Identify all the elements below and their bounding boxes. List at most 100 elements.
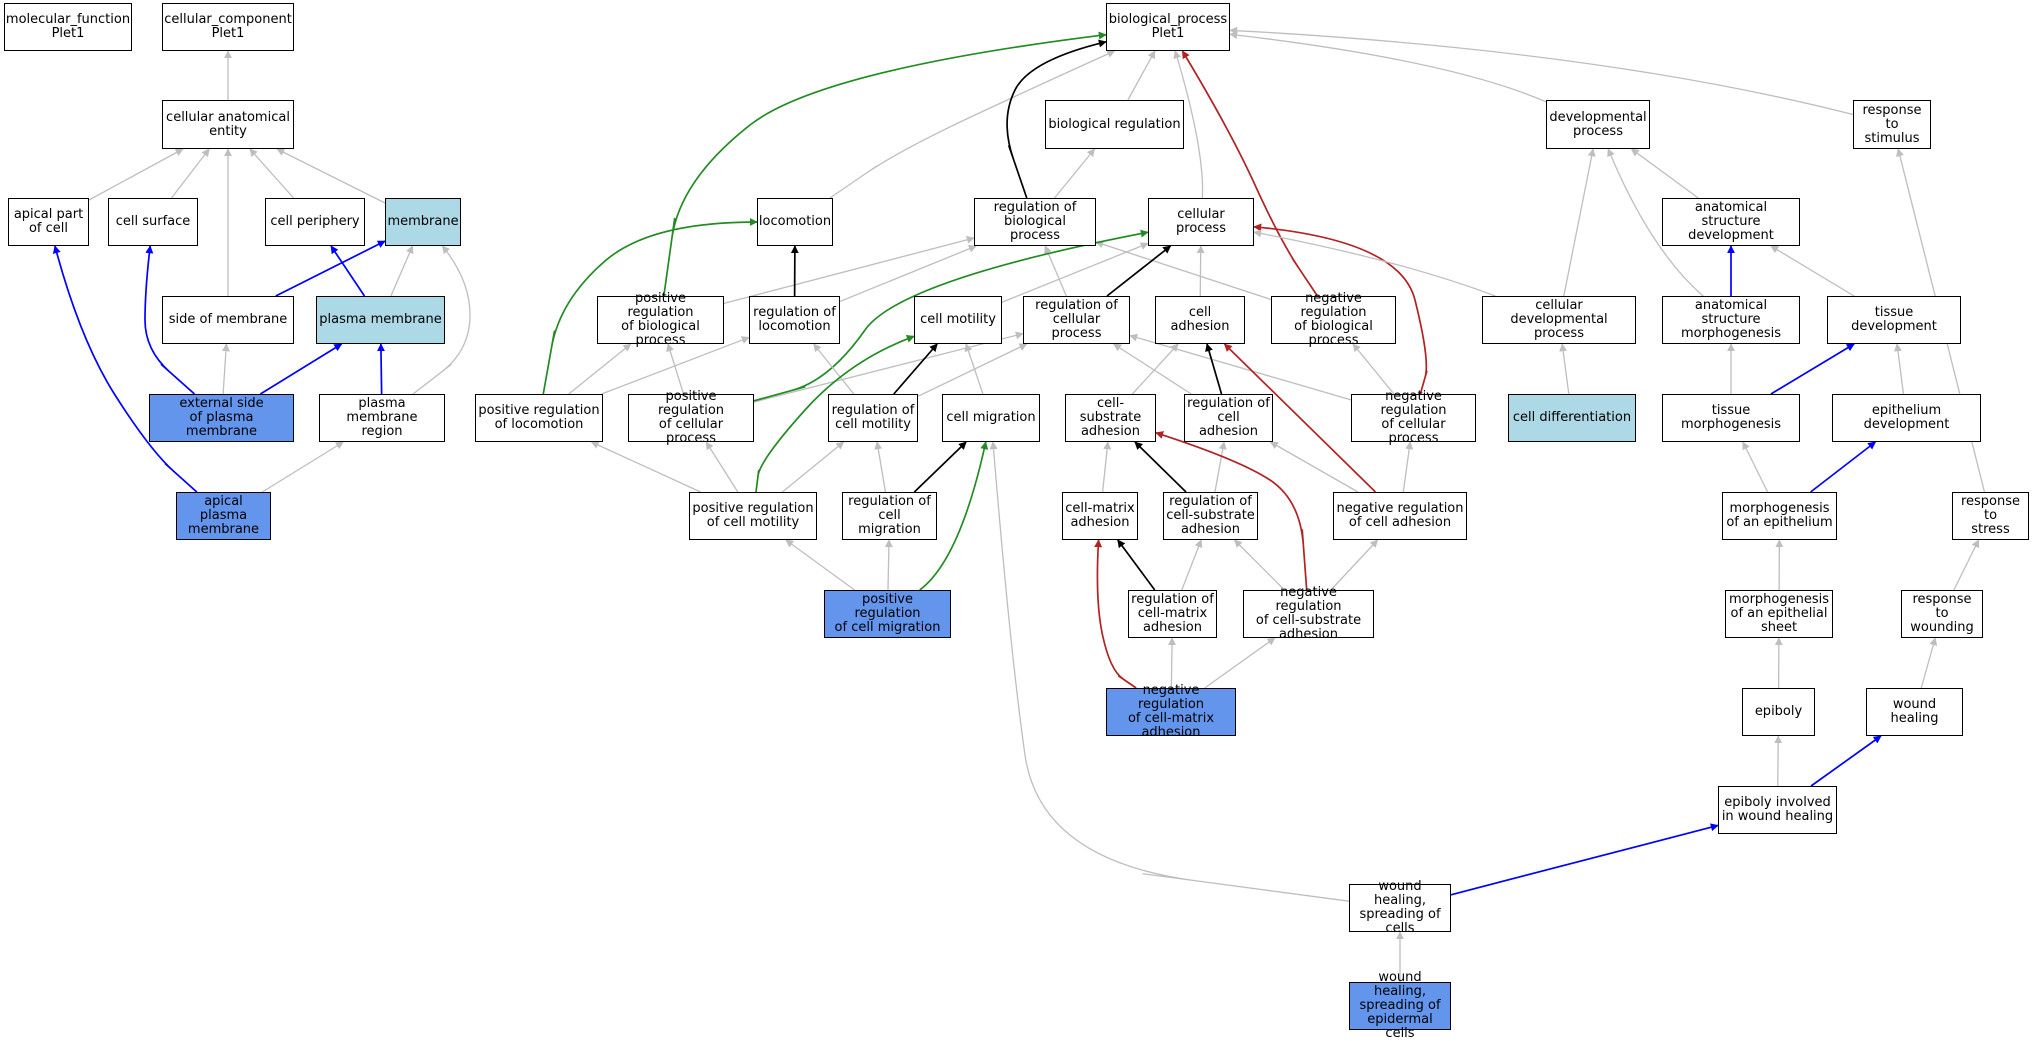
node-reg-cell-substrate-adh: regulation of cell-substrate adhesion <box>1163 492 1258 540</box>
edge-is-a <box>89 149 183 200</box>
edge-is-a <box>1215 442 1224 492</box>
edge-is-a <box>966 344 983 394</box>
edge-regulates <box>1207 344 1222 394</box>
edge-part-of <box>276 241 385 296</box>
node-cell-adhesion: cell adhesion <box>1155 296 1245 344</box>
edge-is-a <box>1743 442 1768 492</box>
node-cell-surface: cell surface <box>108 198 198 246</box>
node-morph-epith: morphogenesis of an epithelium <box>1722 492 1837 540</box>
node-cell-substrate-adh: cell-substrate adhesion <box>1065 394 1156 442</box>
edge-regulates <box>1135 442 1186 492</box>
edge-regulates <box>1107 246 1171 296</box>
node-cell-matrix-adh: cell-matrix adhesion <box>1062 492 1138 540</box>
edge-positively-regulates <box>664 35 1106 296</box>
node-apical-part: apical part of cell <box>8 198 89 246</box>
edge-is-a <box>1235 540 1285 590</box>
edge-part-of <box>381 344 382 394</box>
node-reg-cell-adh: regulation of cell adhesion <box>1184 394 1273 442</box>
node-locomotion: locomotion <box>757 198 833 246</box>
node-wh-spreading: wound healing, spreading of cells <box>1349 884 1451 932</box>
edge-regulates <box>1118 540 1155 590</box>
edge-part-of <box>1451 825 1718 894</box>
node-resp-stimulus: response to stimulus <box>1853 100 1931 149</box>
node-pos-reg-bio-proc: positive regulation of biological proces… <box>597 296 724 344</box>
edge-is-a <box>1103 442 1108 492</box>
edge-is-a <box>1200 246 1201 296</box>
edge-part-of <box>1811 736 1881 786</box>
node-plasma-membrane: plasma membrane <box>316 296 445 344</box>
edge-is-a <box>1055 149 1095 198</box>
edge-is-a <box>1182 540 1201 590</box>
node-cell-periphery: cell periphery <box>265 198 365 246</box>
node-morph-epith-sheet: morphogenesis of an epithelial sheet <box>1725 590 1833 638</box>
node-pos-reg-locomotion: positive regulation of locomotion <box>475 394 603 442</box>
edge-negatively-regulates <box>1182 51 1317 296</box>
edge-is-a <box>786 540 855 590</box>
node-anat-struct-dev: anatomical structure development <box>1662 198 1800 246</box>
node-neg-reg-cell-matrix-adh: negative regulation of cell-matrix adhes… <box>1106 688 1236 736</box>
edge-is-a <box>1271 442 1359 492</box>
node-epiboly: epiboly <box>1742 688 1815 736</box>
node-wh-spreading-epid: wound healing, spreading of epidermal ce… <box>1349 982 1451 1030</box>
node-pos-reg-cell-migration: positive regulation of cell migration <box>824 590 951 638</box>
edge-is-a <box>1002 243 1148 302</box>
node-bp-root: biological_process Plet1 <box>1106 3 1230 51</box>
node-resp-wounding: response to wounding <box>1901 590 1983 638</box>
edge-is-a <box>1230 30 1853 114</box>
node-reg-bio-proc: regulation of biological process <box>974 198 1096 246</box>
node-cell-diff: cell differentiation <box>1508 394 1636 442</box>
node-epiboly-wound: epiboly involved in wound healing <box>1718 786 1837 834</box>
node-neg-reg-bio-proc: negative regulation of biological proces… <box>1271 296 1396 344</box>
edge-is-a <box>1403 442 1410 492</box>
node-bio-reg: biological regulation <box>1045 100 1184 149</box>
edge-is-a <box>250 149 294 198</box>
edge-is-a <box>223 344 226 394</box>
edge-is-a <box>1921 638 1935 688</box>
edge-regulates <box>914 442 966 492</box>
node-pm-region: plasma membrane region <box>319 394 445 442</box>
node-reg-cell-proc: regulation of cellular process <box>1023 296 1130 344</box>
node-wound-healing: wound healing <box>1866 688 1963 736</box>
node-reg-cell-motility: regulation of cell motility <box>828 394 918 442</box>
edge-part-of <box>1811 442 1876 492</box>
edge-is-a <box>782 442 843 492</box>
node-neg-reg-cell-substrate-adh: negative regulation of cell-substrate ad… <box>1243 590 1374 638</box>
node-reg-cell-matrix-adh: regulation of cell-matrix adhesion <box>1128 590 1217 638</box>
node-reg-locomotion: regulation of locomotion <box>749 296 840 344</box>
edge-is-a <box>591 442 700 492</box>
edge-is-a <box>1331 540 1378 590</box>
edge-is-a <box>1631 149 1698 198</box>
node-epith-dev: epithelium development <box>1832 394 1981 442</box>
edge-is-a <box>1562 344 1569 394</box>
edge-is-a <box>877 442 885 492</box>
edge-is-a <box>1353 344 1394 394</box>
node-neg-reg-cell-proc: negative regulation of cellular process <box>1351 394 1476 442</box>
node-resp-stress: response to stress <box>1952 492 2029 540</box>
node-reg-cell-migration: regulation of cell migration <box>842 492 937 540</box>
edge-is-a <box>724 238 974 303</box>
node-cell-anat: cellular anatomical entity <box>162 100 294 149</box>
node-cell-motility: cell motility <box>914 296 1002 344</box>
edge-is-a <box>706 442 738 492</box>
edge-is-a <box>1205 638 1275 688</box>
edge-is-a <box>1230 34 1546 102</box>
edge-is-a <box>391 246 413 296</box>
node-cellular-process: cellular process <box>1148 198 1254 246</box>
edge-is-a <box>1096 242 1271 299</box>
node-ext-side-pm: external side of plasma membrane <box>149 394 294 442</box>
edge-is-a <box>1132 344 1178 394</box>
edge-is-a <box>262 442 343 492</box>
edge-is-a <box>840 246 976 301</box>
node-side-membrane: side of membrane <box>162 296 294 344</box>
node-pos-reg-cell-proc: positive regulation of cellular process <box>628 394 754 442</box>
edge-is-a <box>668 344 684 394</box>
node-neg-reg-cell-adh: negative regulation of cell adhesion <box>1333 492 1467 540</box>
node-mf-root: molecular_function Plet1 <box>4 3 132 51</box>
node-apical-pm: apical plasma membrane <box>176 492 271 540</box>
node-cc-root: cellular_component Plet1 <box>162 3 294 51</box>
edge-is-a <box>1128 51 1155 100</box>
node-tissue-dev: tissue development <box>1827 296 1961 344</box>
node-membrane: membrane <box>385 198 461 246</box>
edge-is-a <box>277 149 385 203</box>
